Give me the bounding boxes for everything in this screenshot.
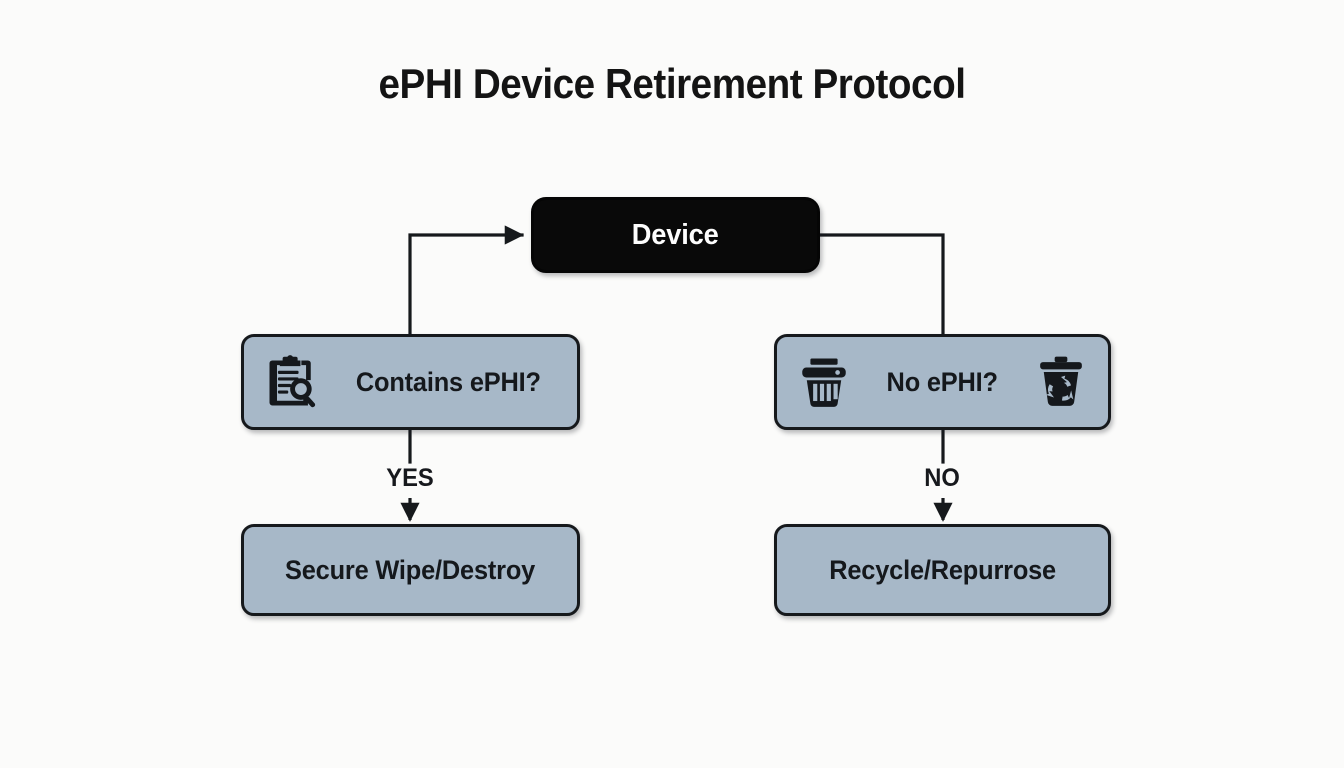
- node-no-ephi-label: No ePHI?: [886, 366, 999, 397]
- recycle-bin-icon: [1032, 353, 1090, 411]
- clipboard-search-icon: [262, 352, 322, 412]
- branch-label-yes: YES: [386, 464, 434, 492]
- node-no-ephi[interactable]: No ePHI?: [774, 334, 1111, 430]
- node-recycle-label: Recycle/Repurrose: [829, 554, 1056, 585]
- node-device-label: Device: [632, 218, 719, 251]
- edge-contains-ephi-to-device: [408, 225, 524, 336]
- node-contains-ephi-label: Contains ePHI?: [355, 366, 541, 397]
- node-contains-ephi[interactable]: Contains ePHI?: [241, 334, 580, 430]
- trash-can-icon: [795, 353, 853, 411]
- node-secure-wipe[interactable]: Secure Wipe/Destroy: [241, 524, 580, 616]
- edge-device-to-no-ephi: [818, 233, 945, 336]
- node-device[interactable]: Device: [531, 197, 820, 273]
- page-title: ePHI Device Retirement Protocol: [378, 60, 966, 107]
- branch-label-no: NO: [924, 464, 960, 492]
- node-secure-wipe-label: Secure Wipe/Destroy: [285, 554, 536, 585]
- node-recycle[interactable]: Recycle/Repurrose: [774, 524, 1111, 616]
